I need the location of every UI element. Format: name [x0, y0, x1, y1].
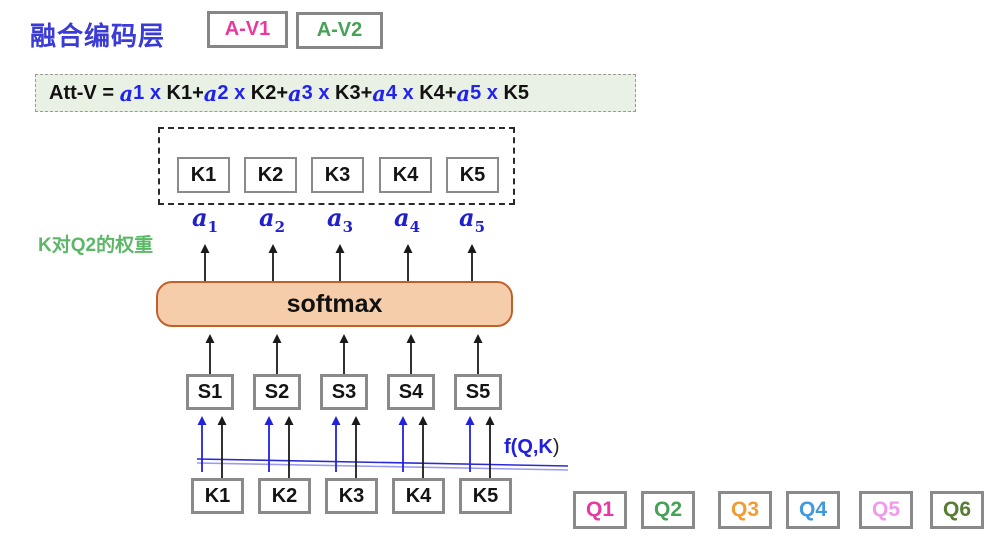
score-function-label: f(Q,K) — [504, 436, 560, 459]
formula-lhs: Att-V = — [49, 81, 120, 104]
formula-plus2: + — [276, 81, 289, 104]
formula-k5: K5 — [503, 81, 530, 104]
key-box-top-k2: K2 — [244, 157, 297, 193]
formula-k4: K4 — [419, 81, 445, 104]
alpha-base: a — [192, 203, 208, 232]
formula-alpha5: a — [456, 80, 471, 106]
key-box-bottom-k5: K5 — [459, 478, 512, 514]
score-function-paren: ) — [552, 436, 560, 458]
formula-coef2: 2 x — [217, 81, 251, 104]
score-box-s3: S3 — [320, 374, 368, 410]
alpha-label-1: a1 — [183, 203, 227, 236]
formula-alpha3: a — [288, 80, 302, 106]
formula-k3: K3 — [335, 81, 361, 104]
tag-av2: A-V2 — [296, 12, 383, 49]
alpha-sub: 1 — [207, 217, 218, 236]
alpha-label-4: a4 — [385, 203, 429, 236]
formula-plus4: + — [444, 81, 457, 104]
alpha-sub: 2 — [274, 217, 285, 236]
score-box-s4: S4 — [387, 374, 435, 410]
query-box-q4: Q4 — [786, 491, 840, 529]
alpha-sub: 5 — [474, 217, 485, 236]
formula-k2: K2 — [250, 81, 277, 104]
alpha-sub: 3 — [342, 217, 353, 236]
score-function-text: f(Q,K — [504, 436, 553, 458]
formula-coef1: 1 x — [133, 81, 167, 104]
score-box-s5: S5 — [454, 374, 502, 410]
query-box-q2: Q2 — [641, 491, 695, 529]
query-box-q5: Q5 — [859, 491, 913, 529]
key-box-top-k1: K1 — [177, 157, 230, 193]
score-box-s1: S1 — [186, 374, 234, 410]
key-box-top-k4: K4 — [379, 157, 432, 193]
formula-k1: K1 — [166, 81, 193, 104]
formula-coef3: 3 x — [301, 81, 335, 104]
score-box-s2: S2 — [253, 374, 301, 410]
softmax-block: softmax — [156, 281, 513, 327]
alpha-sub: 4 — [409, 217, 420, 236]
formula-coef4: 4 x — [385, 81, 420, 104]
alpha-base: a — [459, 203, 475, 232]
weights-annotation: K对Q2的权重 — [38, 235, 154, 256]
weighted-keys-group — [158, 127, 515, 205]
key-box-top-k3: K3 — [311, 157, 364, 193]
formula-alpha1: a — [119, 80, 134, 106]
page-title: 融合编码层 — [30, 21, 166, 51]
alpha-base: a — [327, 203, 343, 232]
key-box-bottom-k1: K1 — [191, 478, 244, 514]
formula-plus1: + — [192, 81, 204, 104]
key-box-top-k5: K5 — [446, 157, 499, 193]
alpha-label-5: a5 — [450, 203, 494, 236]
alpha-label-2: a2 — [250, 203, 294, 236]
formula-coef5: 5 x — [470, 81, 504, 104]
alpha-base: a — [394, 203, 410, 232]
formula-alpha4: a — [372, 80, 386, 106]
formula-plus3: + — [360, 81, 373, 104]
query-box-q3: Q3 — [718, 491, 772, 529]
key-box-bottom-k3: K3 — [325, 478, 378, 514]
query-box-q6: Q6 — [930, 491, 984, 529]
query-box-q1: Q1 — [573, 491, 627, 529]
alpha-label-3: a3 — [318, 203, 362, 236]
key-box-bottom-k2: K2 — [258, 478, 311, 514]
alpha-base: a — [259, 203, 275, 232]
tag-av1: A-V1 — [207, 11, 288, 48]
formula-alpha2: a — [203, 80, 218, 106]
key-box-bottom-k4: K4 — [392, 478, 445, 514]
